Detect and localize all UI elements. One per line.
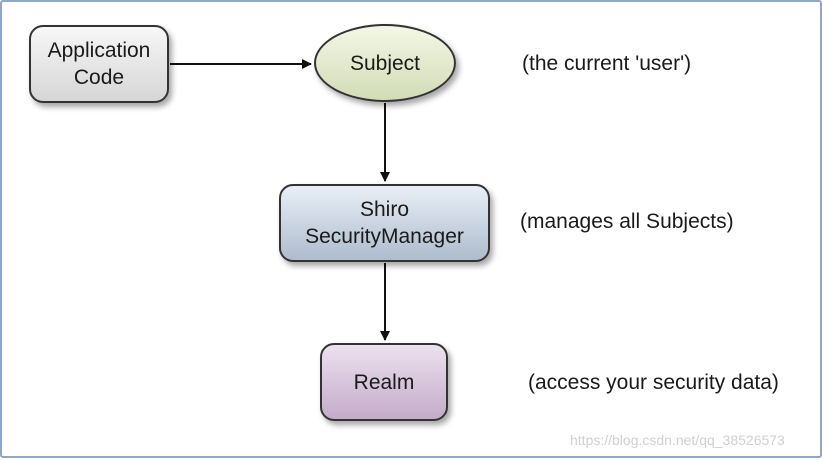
security-manager-node: Shiro SecurityManager (279, 184, 490, 262)
application-code-node: Application Code (29, 25, 169, 103)
security-manager-label-line1: Shiro (359, 198, 410, 221)
security-manager-label-line2: SecurityManager (305, 225, 464, 248)
realm-label: Realm (353, 370, 415, 394)
watermark-text: https://blog.csdn.net/qq_38526573 (570, 432, 785, 448)
subject-label: Subject (349, 51, 421, 75)
subject-annotation: (the current 'user') (522, 52, 692, 75)
realm-annotation: (access your security data) (528, 371, 779, 394)
application-code-label-line2: Code (73, 66, 125, 89)
realm-node: Realm (320, 343, 448, 421)
subject-node: Subject (314, 24, 456, 102)
security-manager-annotation: (manages all Subjects) (520, 210, 734, 233)
application-code-label-line1: Application (47, 39, 151, 62)
